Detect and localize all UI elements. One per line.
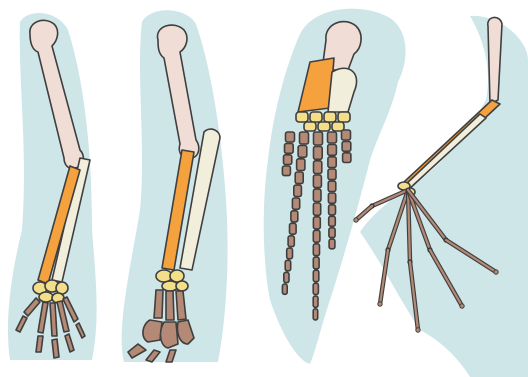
whale-phalanx [313,217,320,229]
whale-phalanx [314,147,323,160]
whale-phalanx [329,216,336,226]
whale-phalanx [313,309,318,320]
whale-phalanx [290,223,297,234]
whale-phalanx [284,272,289,282]
whale-phalanx [288,236,294,247]
bat-finger-joint [460,304,464,308]
bat-finger-joint [416,328,420,332]
whale-phalanx [282,166,290,176]
bat-finger-joint [494,270,498,274]
whale-phalanx [282,284,287,294]
cat-leg [122,10,228,362]
whale-phalanx [291,211,298,222]
whale-phalanx [313,296,318,307]
whale-phalanx [342,130,351,140]
whale-phalanx [287,248,293,259]
whale-phalanx [328,145,337,156]
bat-finger-joint [354,218,358,222]
whale-phalanx [285,260,291,271]
whale-phalanx [298,146,307,158]
whale-phalanx [328,169,336,180]
whale-phalanx [286,132,295,142]
bat-finger-joint [378,302,382,306]
whale-phalanx [300,132,309,144]
whale-phalanx [329,228,335,238]
human-arm [8,13,97,360]
whale-flipper [264,9,406,364]
whale-phalanx [328,193,335,203]
whale-phalanx [328,157,336,168]
whale-phalanx [313,244,319,256]
whale-phalanx [328,132,337,143]
whale-phalanx [314,161,322,174]
whale-phalanx [313,270,319,282]
whale-phalanx [328,181,336,191]
whale-phalanx [295,172,303,184]
whale-phalanx [313,283,318,294]
whale-phalanx [284,155,292,165]
whale-phalanx [329,205,336,215]
whale-phalanx [294,185,302,196]
whale-phalanx [342,142,351,152]
whale-phalanx [313,189,321,201]
whale-phalanx [285,144,294,154]
whale-phalanx [329,239,335,249]
whale-phalanx [292,198,299,209]
whale-phalanx [297,159,305,171]
bat-finger-bone [356,206,372,220]
whale-phalanx [343,153,351,163]
whale-phalanx [313,257,319,269]
whale-phalanx [313,175,321,188]
whale-phalanx [313,203,320,215]
whale-phalanx [313,230,320,242]
whale-phalanx [314,132,323,145]
